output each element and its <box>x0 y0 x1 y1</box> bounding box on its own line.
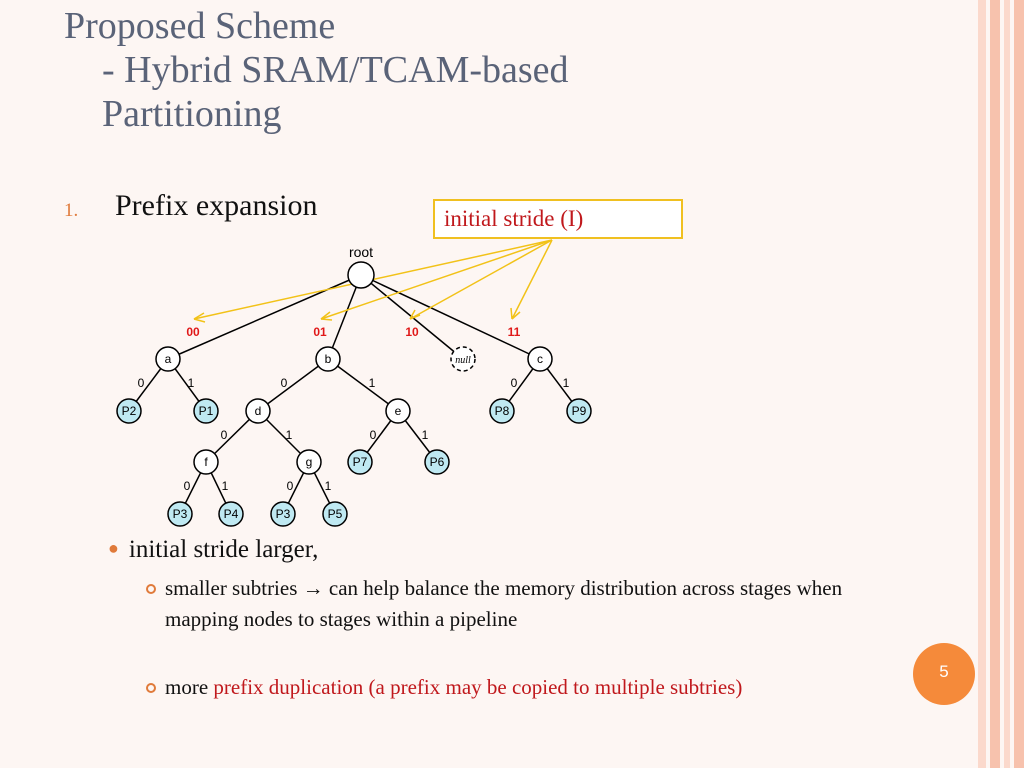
bullet-dot-icon: ● <box>108 538 119 558</box>
node-label: P6 <box>430 455 445 469</box>
root-node: root <box>347 244 375 289</box>
leaf-node-p1: P1 <box>193 398 219 424</box>
slide-title: Proposed Scheme - Hybrid SRAM/TCAM-based… <box>64 4 569 136</box>
edge-label: 1 <box>422 428 429 442</box>
edge-label: 1 <box>563 376 570 390</box>
node-label: P2 <box>122 404 137 418</box>
decorative-stripes <box>978 0 1024 768</box>
trie-node-f: f <box>193 449 219 475</box>
sub-bullet-prefix-duplication: more prefix duplication (a prefix may be… <box>146 672 856 703</box>
node-label: P3 <box>276 507 291 521</box>
edge-label: 0 <box>281 376 288 390</box>
leaf-node-p7: P7 <box>347 449 373 475</box>
title-line-2: - Hybrid SRAM/TCAM-based <box>102 49 569 91</box>
ring-bullet-icon <box>146 683 156 693</box>
trie-node-d: d <box>245 398 271 424</box>
trie-node-null: null <box>450 346 476 372</box>
edge-label: 1 <box>325 479 332 493</box>
sub-bullet-highlight: prefix duplication (a prefix may be copi… <box>213 675 743 699</box>
trie-node-g: g <box>296 449 322 475</box>
root-label: root <box>349 244 373 260</box>
stride-label-11: 11 <box>508 325 521 339</box>
edge-label: 1 <box>188 376 195 390</box>
callout-initial-stride: initial stride (I) <box>433 199 683 239</box>
stride-label-01: 01 <box>313 325 327 339</box>
leaf-node-p3: P3 <box>270 501 296 527</box>
sub-bullet-smaller-subtries: smaller subtries → can help balance the … <box>146 573 856 635</box>
leaf-node-p8: P8 <box>489 398 515 424</box>
node-label: P1 <box>199 404 214 418</box>
edge-label: 0 <box>138 376 145 390</box>
node-label: g <box>306 455 313 469</box>
edge-label: 0 <box>511 376 518 390</box>
node-label: a <box>165 352 172 366</box>
node-label: P9 <box>572 404 587 418</box>
leaf-node-p3: P3 <box>167 501 193 527</box>
sub-bullet-text: smaller subtries → can help balance the … <box>165 576 843 631</box>
node-label: f <box>204 455 208 469</box>
leaf-node-p2: P2 <box>116 398 142 424</box>
trie-node-c: c <box>527 346 553 372</box>
leaf-node-p6: P6 <box>424 449 450 475</box>
page-number-badge: 5 <box>913 643 975 705</box>
ring-bullet-icon <box>146 584 156 594</box>
edge-label: 1 <box>369 376 376 390</box>
leaf-node-p5: P5 <box>322 501 348 527</box>
trie-node-a: a <box>155 346 181 372</box>
list-number: 1. <box>64 200 79 221</box>
node-label: d <box>255 404 262 418</box>
stride-label-10: 10 <box>405 325 419 339</box>
node-label: b <box>325 352 332 366</box>
edge-label: 0 <box>184 479 191 493</box>
sub-bullet-plain: more <box>165 675 214 699</box>
stride-label-00: 00 <box>186 325 200 339</box>
node-label: P5 <box>328 507 343 521</box>
leaf-node-p9: P9 <box>566 398 592 424</box>
node-label: P7 <box>353 455 368 469</box>
trie-node-b: b <box>315 346 341 372</box>
edge-label: 0 <box>221 428 228 442</box>
leaf-node-p4: P4 <box>218 501 244 527</box>
edge-label: 1 <box>222 479 229 493</box>
trie-node-e: e <box>385 398 411 424</box>
node-label: P8 <box>495 404 510 418</box>
node-label: null <box>455 355 471 366</box>
list-item-prefix-expansion: Prefix expansion <box>115 189 318 222</box>
node-label: P3 <box>173 507 188 521</box>
edge-label: 1 <box>286 428 293 442</box>
edge-label: 0 <box>370 428 377 442</box>
title-line-3: Partitioning <box>102 93 282 135</box>
title-line-1: Proposed Scheme <box>64 5 336 47</box>
sub-bullet-text: more prefix duplication (a prefix may be… <box>146 672 856 703</box>
node-label: e <box>395 404 402 418</box>
edge-label: 0 <box>287 479 294 493</box>
node-label: P4 <box>224 507 239 521</box>
node-label: c <box>537 352 543 366</box>
bullet-initial-stride: ● initial stride larger, <box>108 536 318 564</box>
bullet-text: initial stride larger, <box>128 536 319 563</box>
